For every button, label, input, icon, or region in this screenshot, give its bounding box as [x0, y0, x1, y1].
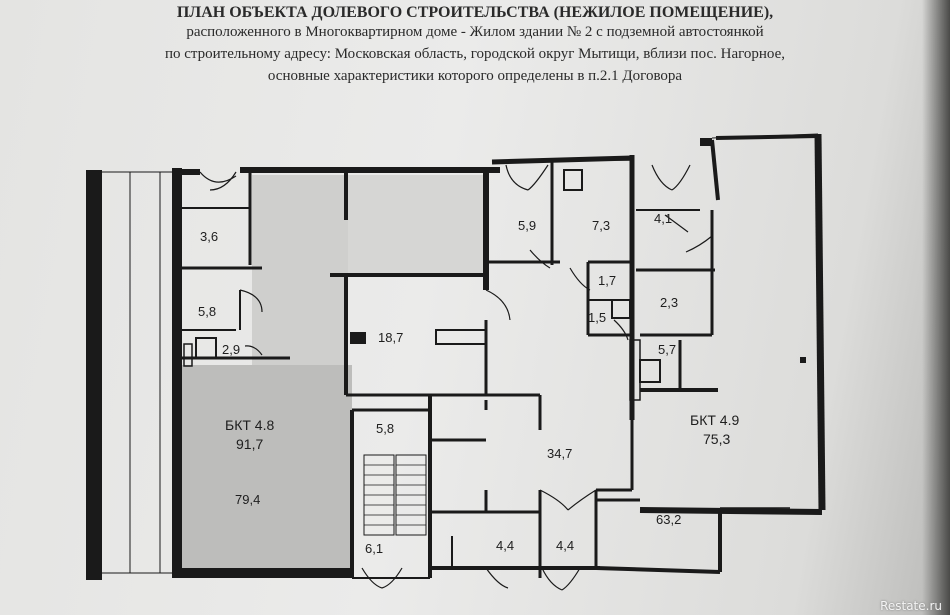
- room-area-2-3: 2,3: [660, 295, 678, 310]
- plan-subtitle-line-3: основные характеристики которого определ…: [267, 68, 683, 84]
- unit-4-8-area: 91,7: [236, 436, 263, 452]
- room-area-7-3: 7,3: [592, 218, 610, 233]
- room-area-4-1: 4,1: [654, 211, 672, 226]
- room-area-79-4: 79,4: [235, 492, 260, 507]
- unit-4-8-shading: [180, 365, 352, 571]
- unit-4-8-shading-upper: [252, 175, 348, 365]
- plan-subtitle-line-2: по строительному адресу: Московская обла…: [164, 46, 786, 62]
- plan-subtitle-line-1: расположенного в Многоквартирном доме - …: [186, 24, 764, 40]
- room-area-34-7: 34,7: [547, 446, 572, 461]
- watermark: Restate.ru: [880, 599, 942, 613]
- room-area-1-5: 1,5: [588, 310, 606, 325]
- room-area-6-1: 6,1: [365, 541, 383, 556]
- room-area-5-7: 5,7: [658, 342, 676, 357]
- room-area-5-8-left: 5,8: [198, 304, 216, 319]
- room-area-18-7: 18,7: [378, 330, 403, 345]
- plan-title: ПЛАН ОБЪЕКТА ДОЛЕВОГО СТРОИТЕЛЬСТВА (НЕЖ…: [176, 4, 774, 21]
- unit-4-8-name: БКТ 4.8: [225, 417, 274, 433]
- page-shadow-edge: [922, 0, 950, 615]
- room-area-63-2: 63,2: [656, 512, 681, 527]
- room-area-1-7: 1,7: [598, 273, 616, 288]
- room-area-5-9: 5,9: [518, 218, 536, 233]
- walls: [86, 133, 826, 580]
- unit-4-9-area: 75,3: [703, 431, 730, 447]
- room-area-2-9: 2,9: [222, 342, 240, 357]
- room-area-5-8-stair: 5,8: [376, 421, 394, 436]
- unit-4-9-name: БКТ 4.9: [690, 412, 739, 428]
- room-area-3-6: 3,6: [200, 229, 218, 244]
- room-area-4-4-left: 4,4: [496, 538, 514, 553]
- unit-4-8-shading-hall: [348, 175, 488, 273]
- doors: [199, 164, 713, 591]
- room-area-4-4-right: 4,4: [556, 538, 574, 553]
